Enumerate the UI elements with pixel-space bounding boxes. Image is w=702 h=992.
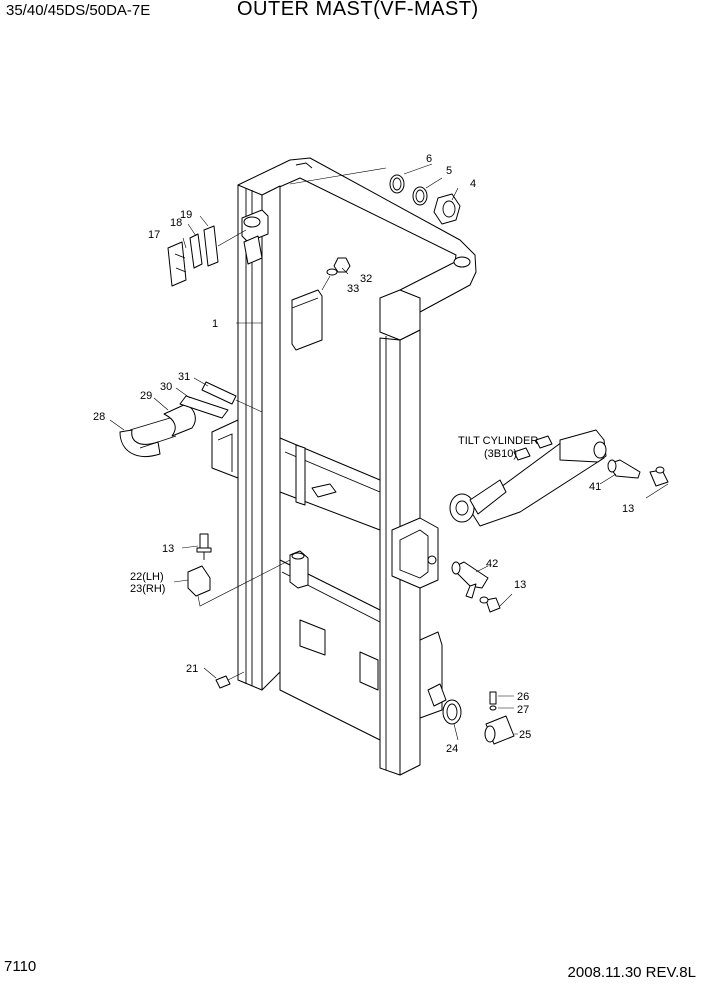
- leader-lines: [109, 163, 617, 741]
- tilt-cylinder-label: TILT CYLINDER: [458, 435, 538, 447]
- callout-6: 6: [426, 153, 432, 165]
- callout-41: 41: [589, 481, 601, 493]
- callout-labels: 1 6 5 4 17 18 19 32 33 31 30 29 28 13 22…: [93, 153, 634, 755]
- callout-33: 33: [347, 283, 359, 295]
- callout-24: 24: [446, 743, 458, 755]
- callout-26: 26: [517, 691, 529, 703]
- callout-31: 31: [178, 371, 190, 383]
- outer-mast-frame: [211, 157, 477, 776]
- callout-25: 25: [519, 729, 531, 741]
- pin-42-parts: [451, 561, 513, 613]
- page-title: OUTER MAST(VF-MAST): [237, 0, 479, 20]
- callout-5: 5: [446, 165, 452, 177]
- grease-fitting: [215, 671, 245, 689]
- callout-13-left: 13: [162, 543, 174, 555]
- callout-13-middle: 13: [514, 579, 526, 591]
- lower-bracket-parts: [187, 533, 291, 607]
- callout-28: 28: [93, 411, 105, 423]
- chain-anchor-parts: [167, 225, 247, 287]
- nut-washer-parts: [321, 257, 351, 291]
- callout-19: 19: [180, 209, 192, 221]
- revision-date: 2008.11.30 REV.8L: [567, 964, 696, 981]
- callout-30: 30: [160, 381, 172, 393]
- callout-17: 17: [148, 229, 160, 241]
- callout-1: 1: [212, 318, 218, 330]
- callout-4: 4: [470, 178, 476, 190]
- pivot-pin-parts: [442, 691, 518, 745]
- callout-13-right: 13: [622, 503, 634, 515]
- callout-22: 22(LH): [130, 571, 164, 583]
- callout-29: 29: [140, 390, 152, 402]
- callout-18: 18: [170, 217, 182, 229]
- clamp-parts: [119, 381, 263, 457]
- model-code: 35/40/45DS/50DA-7E: [6, 2, 151, 19]
- tilt-cylinder-ref: (3B10): [484, 448, 517, 460]
- callout-32: 32: [360, 273, 372, 285]
- callout-23: 23(RH): [130, 583, 165, 595]
- sheave-parts: [289, 167, 461, 225]
- tilt-cylinder: [449, 429, 607, 527]
- page-number: 7110: [4, 958, 37, 975]
- pin-41-parts: [607, 459, 669, 499]
- callout-27: 27: [517, 704, 529, 716]
- callout-42: 42: [486, 558, 498, 570]
- callout-21: 21: [186, 663, 198, 675]
